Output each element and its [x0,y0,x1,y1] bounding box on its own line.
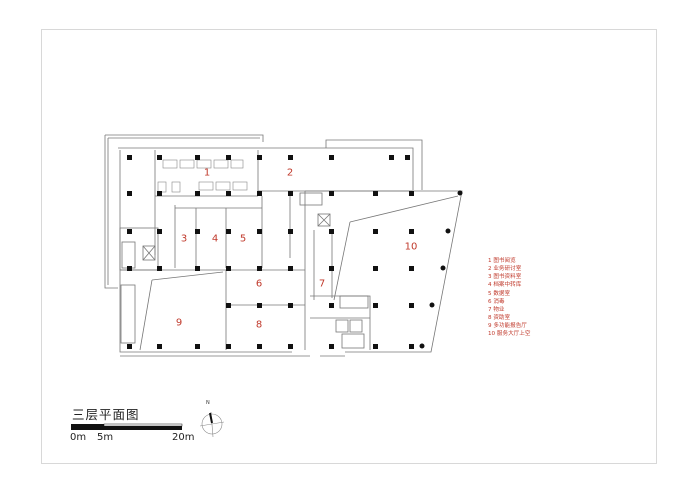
scale-bar [71,423,183,430]
drawing-title: 三层平面图 [72,407,140,422]
legend-item: 1 图书阅览 [488,258,516,264]
scale-label-5: 5m [97,432,114,443]
room-label-4: 4 [211,233,219,245]
legend-item: 3 图书资料室 [488,274,522,281]
compass-icon [199,411,225,438]
room-label-1: 1 [203,167,211,179]
scale-label-20: 20m [172,432,195,443]
room-label-2: 2 [286,167,294,179]
scale-label-0: 0m [70,432,87,443]
room-legend: 1 图书阅览 2 业务研讨室 3 图书资料室 4 档案中转库 5 数据室 6 消… [488,257,530,339]
legend-item: 4 档案中转库 [488,282,522,289]
room-label-7: 7 [318,278,326,290]
room-label-5: 5 [239,233,247,245]
compass-north-label: N [206,400,210,406]
room-label-3: 3 [180,233,188,245]
legend-item: 9 多功能报告厅 [488,323,527,330]
room-label-9: 9 [175,317,183,329]
legend-item: 10 服务大厅上空 [488,331,531,338]
drawing-frame [41,29,657,464]
legend-item: 7 物业 [488,306,505,313]
legend-item: 5 数据室 [488,290,511,297]
room-label-6: 6 [255,278,263,290]
legend-item: 8 资助室 [488,315,511,322]
legend-item: 2 业务研讨室 [488,266,522,273]
room-label-10: 10 [404,241,418,253]
legend-item: 6 消毒 [488,298,505,305]
room-label-8: 8 [255,319,263,331]
